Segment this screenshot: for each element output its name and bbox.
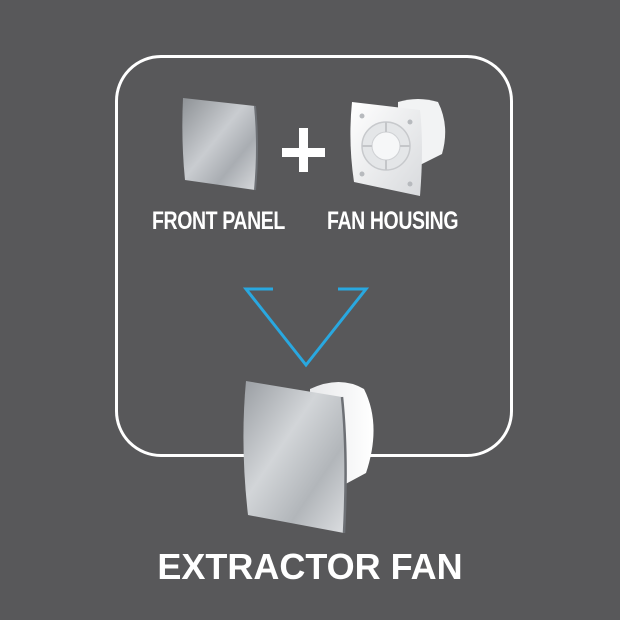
front-panel-icon [182,98,258,191]
fan-housing-icon [350,99,446,196]
assembled-extractor-fan-icon [243,381,374,534]
fan-housing-label: FAN HOUSING [327,207,459,235]
plus-sign-vertical [299,128,308,172]
down-arrow-outline-icon [242,240,370,368]
page-title: EXTRACTOR FAN [157,546,463,587]
front-panel-label: FRONT PANEL [152,207,285,235]
